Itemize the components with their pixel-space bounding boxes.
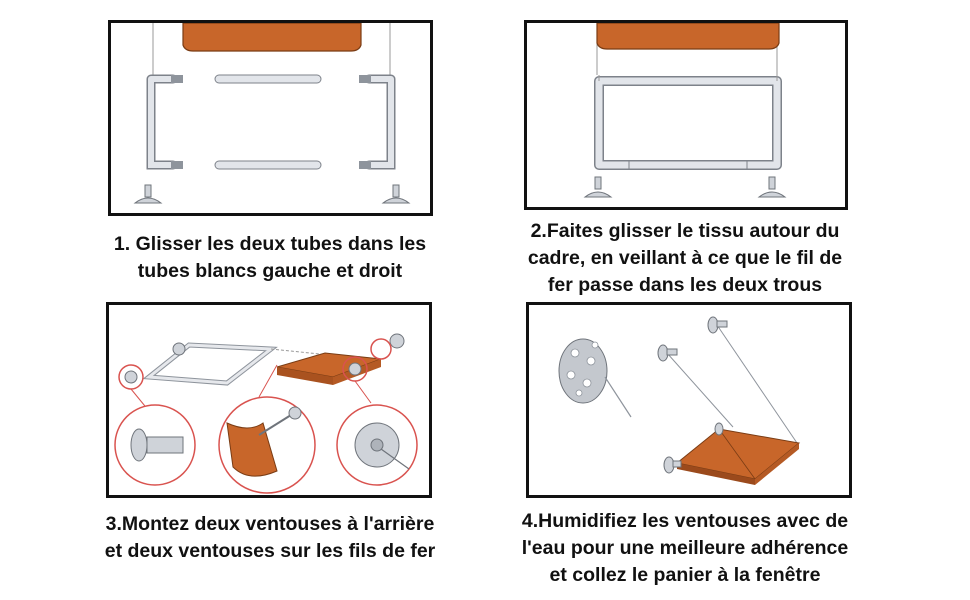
step-2-caption-line-3: fer passe dans les deux trous [547,274,823,296]
step-1-caption-line-1: 1. Glisser les deux tubes dans les [113,233,427,255]
step-2-illustration [524,20,848,210]
step-4-caption-line-2: l'eau pour une meilleure adhérence [521,537,849,559]
step-3-illustration [106,302,432,498]
step-1-illustration [108,20,433,216]
step-1-caption-line-2: tubes blancs gauche et droit [137,260,403,282]
step-4-illustration [526,302,852,498]
step-2-caption-line-1: 2.Faites glisser le tissu autour du [530,220,840,242]
step-2-caption-line-2: cadre, en veillant à ce que le fil de [527,247,843,269]
window-mounting-drawing [558,316,801,485]
step-3-caption-line-2: et deux ventouses sur les fils de fer [104,540,436,562]
suction-cup-mounting-drawing [114,333,418,494]
step-3-caption: 3.Montez deux ventouses à l'arrière et d… [80,511,460,565]
frame-assembled-drawing [583,23,787,198]
step-3-caption-line-1: 3.Montez deux ventouses à l'arrière [105,513,435,535]
step-1-caption: 1. Glisser les deux tubes dans les tubes… [90,231,450,285]
step-4-caption-line-3: et collez le panier à la fenêtre [549,564,821,586]
frame-disassembled-drawing [133,23,411,204]
step-4-caption-line-1: 4.Humidifiez les ventouses avec de [521,510,849,532]
step-2-caption: 2.Faites glisser le tissu autour du cadr… [495,218,875,299]
step-4-caption: 4.Humidifiez les ventouses avec de l'eau… [495,508,875,589]
